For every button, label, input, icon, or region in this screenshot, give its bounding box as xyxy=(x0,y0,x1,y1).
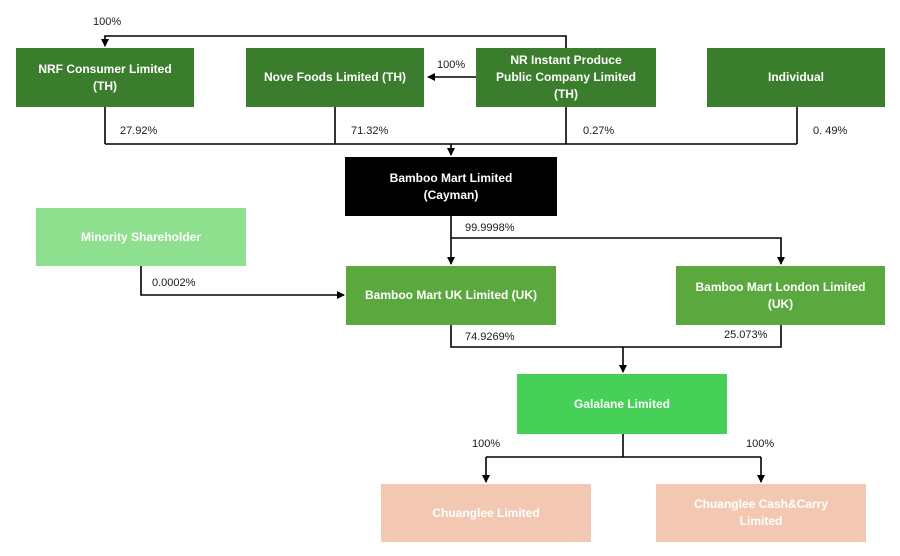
entity-bamboo-mart-uk-label: Bamboo Mart UK Limited (UK) xyxy=(365,288,537,302)
entity-minority-shareholder: Minority Shareholder xyxy=(36,208,246,266)
entity-minority-shareholder-label: Minority Shareholder xyxy=(80,229,202,244)
pct-london-to-galalane: 25.073% xyxy=(724,329,768,341)
entity-nr-instant-produce-label: NR Instant Produce Public Company Limite… xyxy=(495,53,636,101)
entity-individual-label: Individual xyxy=(767,70,824,84)
connector-minority-to-uk xyxy=(140,266,345,299)
pct-individual-to-cayman: 0. 49% xyxy=(813,125,848,137)
pct-nr-to-nrf: 100% xyxy=(93,16,122,28)
entity-chuanglee-cash-carry-label: Chuanglee Cash&Carry Limited xyxy=(693,497,829,528)
connector-nr-to-nrf xyxy=(101,35,567,48)
entity-bamboo-mart-cayman-label: Bamboo Mart Limited (Cayman) xyxy=(389,170,513,202)
pct-nr-to-cayman: 0.27% xyxy=(583,125,615,137)
entity-bamboo-mart-london-label: Bamboo Mart London Limited (UK) xyxy=(695,279,866,311)
pct-nr-to-nove: 100% xyxy=(437,59,466,71)
entity-nr-instant-produce: NR Instant Produce Public Company Limite… xyxy=(476,48,656,107)
connector-cayman-to-london xyxy=(451,237,785,265)
pct-uk-to-galalane: 74.9269% xyxy=(465,331,515,343)
entity-nrf-consumer: NRF Consumer Limited (TH) xyxy=(16,48,194,107)
entity-nrf-consumer-label: NRF Consumer Limited (TH) xyxy=(38,61,172,93)
pct-galalane-to-chuanglee-cc: 100% xyxy=(746,438,775,450)
entity-chuanglee: Chuanglee Limited xyxy=(381,484,591,542)
connector-uk-down xyxy=(450,325,782,348)
pct-galalane-to-chuanglee: 100% xyxy=(472,438,501,450)
entity-bamboo-mart-cayman: Bamboo Mart Limited (Cayman) xyxy=(345,157,557,216)
entity-chuanglee-label: Chuanglee Limited xyxy=(432,505,540,520)
entity-bamboo-mart-uk: Bamboo Mart UK Limited (UK) xyxy=(346,266,556,325)
entity-individual: Individual xyxy=(707,48,885,107)
entity-bamboo-mart-london: Bamboo Mart London Limited (UK) xyxy=(676,266,885,325)
entity-nove-foods-label: Nove Foods Limited (TH) xyxy=(264,70,406,84)
pct-minority-to-uk: 0.0002% xyxy=(152,277,196,289)
entity-galalane: Galalane Limited xyxy=(517,374,727,434)
entity-nove-foods: Nove Foods Limited (TH) xyxy=(246,48,424,107)
entity-galalane-label: Galalane Limited xyxy=(573,396,671,411)
pct-nrf-to-cayman: 27.92% xyxy=(120,125,158,137)
pct-nove-to-cayman: 71.32% xyxy=(351,125,389,137)
pct-cayman-to-uk: 99.9998% xyxy=(465,222,515,234)
entity-chuanglee-cash-carry: Chuanglee Cash&Carry Limited xyxy=(656,484,866,542)
